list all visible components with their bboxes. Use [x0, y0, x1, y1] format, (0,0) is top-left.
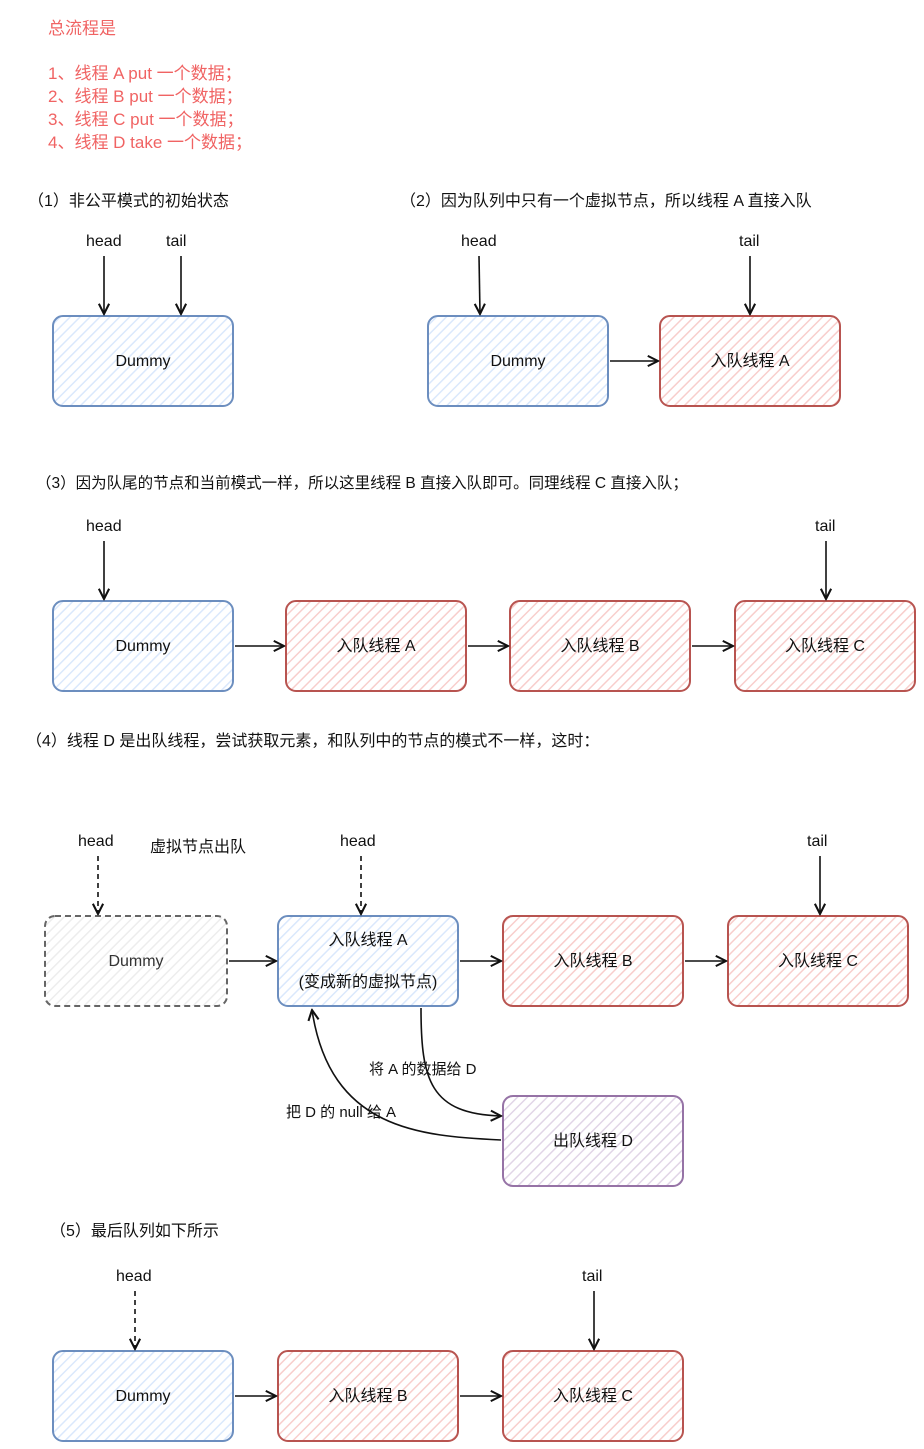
- node-label: 入队线程 B: [560, 637, 639, 655]
- tail-label: tail: [807, 833, 828, 850]
- node-label: Dummy: [115, 638, 170, 655]
- tail-label: tail: [166, 233, 187, 250]
- head-label: head: [461, 233, 497, 250]
- dummy-dequeued-annotation: 虚拟节点出队: [150, 839, 247, 856]
- head-pointer-arrow: [479, 255, 480, 314]
- node-label: 入队线程 A: [336, 637, 415, 655]
- head-label: head: [116, 1268, 152, 1285]
- intro-step-3: 3、线程 C put 一个数据；: [48, 110, 244, 129]
- queue-node-dummy: [427, 315, 609, 407]
- node-label: 出队线程 D: [553, 1132, 633, 1150]
- node-label: 入队线程 C: [785, 637, 865, 655]
- data-transfer-a-to-d-arrow: [420, 1007, 501, 1116]
- queue-node-enqueue: [734, 600, 916, 692]
- edge-label-d-to-a: 把 D 的 null 给 A: [286, 1101, 397, 1122]
- tail-label: tail: [815, 518, 836, 535]
- node-label: Dummy: [490, 353, 545, 370]
- null-transfer-d-to-a-arrow: [312, 1010, 502, 1141]
- section-3-caption: （3）因为队尾的节点和当前模式一样，所以这里线程 B 直接入队即可。同理线程 C…: [36, 475, 688, 492]
- node-label: 入队线程 B: [328, 1387, 407, 1405]
- section-2-caption: （2）因为队列中只有一个虚拟节点，所以线程 A 直接入队: [400, 193, 812, 210]
- node-label: Dummy: [115, 353, 170, 370]
- edge-label-a-to-d: 将 A 的数据给 D: [369, 1058, 477, 1079]
- head-label: head: [340, 833, 376, 850]
- queue-node-enqueue: [502, 1350, 684, 1442]
- queue-node-enqueue: [277, 1350, 459, 1442]
- queue-node-enqueue: [285, 600, 467, 692]
- queue-node-dummy: [52, 1350, 234, 1442]
- node-sublabel: (变成新的虚拟节点): [299, 973, 438, 991]
- section-4-caption: （4）线程 D 是出队线程，尝试获取元素，和队列中的节点的模式不一样，这时：: [26, 733, 600, 750]
- node-label: 入队线程 B: [553, 952, 632, 970]
- node-label: 入队线程 A: [710, 352, 789, 370]
- node-label: 入队线程 A: [328, 931, 407, 949]
- section-1-caption: （1）非公平模式的初始状态: [28, 193, 229, 210]
- queue-node-dummy: [52, 315, 234, 407]
- queue-node-enqueue: [502, 915, 684, 1007]
- queue-node-dequeue: [502, 1095, 684, 1187]
- queue-node-enqueue: [509, 600, 691, 692]
- node-label: Dummy: [115, 1388, 170, 1405]
- head-label: head: [86, 518, 122, 535]
- intro-step-1: 1、线程 A put 一个数据；: [48, 64, 242, 83]
- queue-node-enqueue: [659, 315, 841, 407]
- intro-step-2: 2、线程 B put 一个数据；: [48, 87, 243, 106]
- tail-label: tail: [739, 233, 760, 250]
- intro-step-4: 4、线程 D take 一个数据；: [48, 133, 253, 152]
- section-5-caption: （5）最后队列如下所示: [50, 1223, 219, 1240]
- queue-node-dummy: [52, 600, 234, 692]
- tail-label: tail: [582, 1268, 603, 1285]
- queue-node-removed: [44, 915, 228, 1007]
- queue-node-dummy: [277, 915, 459, 1007]
- old-head-label: head: [78, 833, 114, 850]
- node-label: 入队线程 C: [778, 952, 858, 970]
- queue-node-enqueue: [727, 915, 909, 1007]
- node-label: 入队线程 C: [553, 1387, 633, 1405]
- intro-title: 总流程是: [48, 19, 116, 38]
- node-label: Dummy: [108, 953, 163, 970]
- head-label: head: [86, 233, 122, 250]
